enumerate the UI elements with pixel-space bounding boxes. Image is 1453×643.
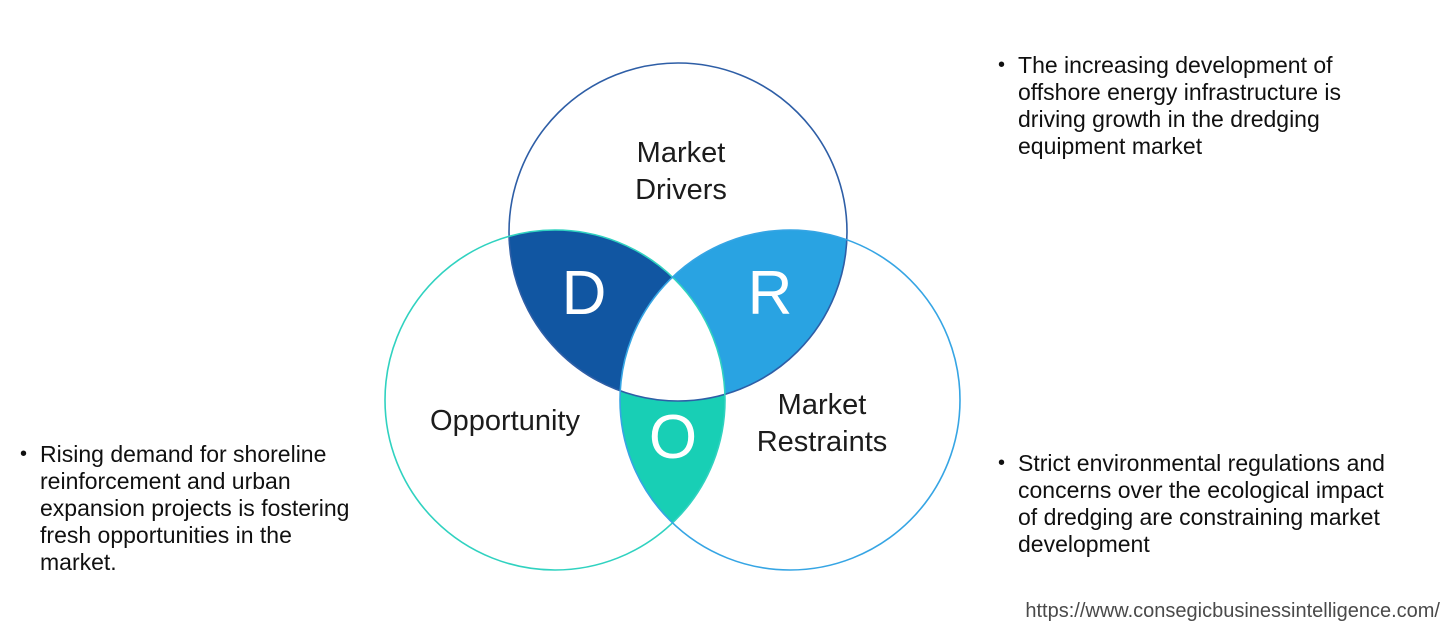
opportunity-bullet-item: • Rising demand for shoreline reinforcem…: [20, 441, 380, 576]
drivers-circle-label: Market Drivers: [635, 137, 727, 206]
restraints-bullet-item: • Strict environmental regulations and c…: [998, 450, 1418, 558]
bullet-icon: •: [20, 443, 28, 465]
opportunity-circle-label: Opportunity: [430, 405, 580, 437]
drivers-bullet-text: The increasing development of offshore e…: [1018, 52, 1342, 159]
drivers-overlap-letter: D: [561, 259, 607, 328]
source-url: https://www.consegicbusinessintelligence…: [1025, 600, 1440, 622]
restraints-bullet-text: Strict environmental regulations and con…: [1018, 450, 1385, 557]
drivers-bullet-item: • The increasing development of offshore…: [998, 52, 1370, 160]
opportunity-circle-outline: [384, 229, 726, 571]
drivers-circle-outline: [508, 62, 848, 402]
opportunity-bullet-text: Rising demand for shoreline reinforcemen…: [40, 441, 350, 575]
restraints-circle-label: Market Restraints: [756, 389, 888, 458]
bullet-icon: •: [998, 452, 1006, 474]
restraints-overlap-letter: R: [747, 259, 793, 328]
opportunity-overlap-letter: O: [648, 403, 698, 472]
bullet-icon: •: [998, 54, 1006, 76]
restraints-circle-outline: [619, 229, 961, 571]
